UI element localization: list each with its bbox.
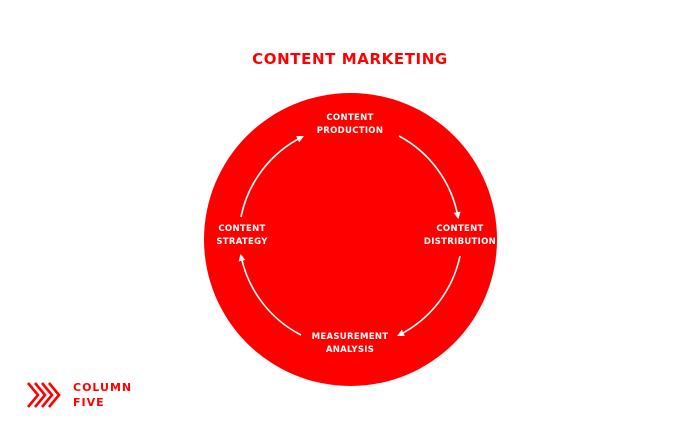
node-measurement-analysis: MEASUREMENT ANALYSIS [300,331,400,357]
node-line: DISTRIBUTION [423,237,497,247]
node-line: CONTENT [218,224,266,234]
node-content-distribution: CONTENT DISTRIBUTION [420,223,500,249]
logo-line: FIVE [73,396,105,409]
arrow-production-to-distribution [398,135,461,220]
node-line: STRATEGY [216,237,268,247]
cycle-circle [204,93,497,386]
diagram-title: CONTENT MARKETING [252,50,448,68]
logo-line: COLUMN [73,381,133,394]
node-line: MEASUREMENT [311,332,389,342]
node-line: CONTENT [326,113,374,123]
column-five-logo-icon [27,382,61,408]
arrow-strategy-to-production [240,136,304,218]
node-line: ANALYSIS [325,345,375,355]
node-line: PRODUCTION [316,126,384,136]
arrow-measurement-to-strategy [238,253,302,336]
arrow-distribution-to-measurement [397,255,461,336]
logo-wordmark: COLUMN FIVE [73,380,132,410]
node-content-production: CONTENT PRODUCTION [300,112,400,138]
node-content-strategy: CONTENT STRATEGY [202,223,282,249]
node-line: CONTENT [436,224,484,234]
